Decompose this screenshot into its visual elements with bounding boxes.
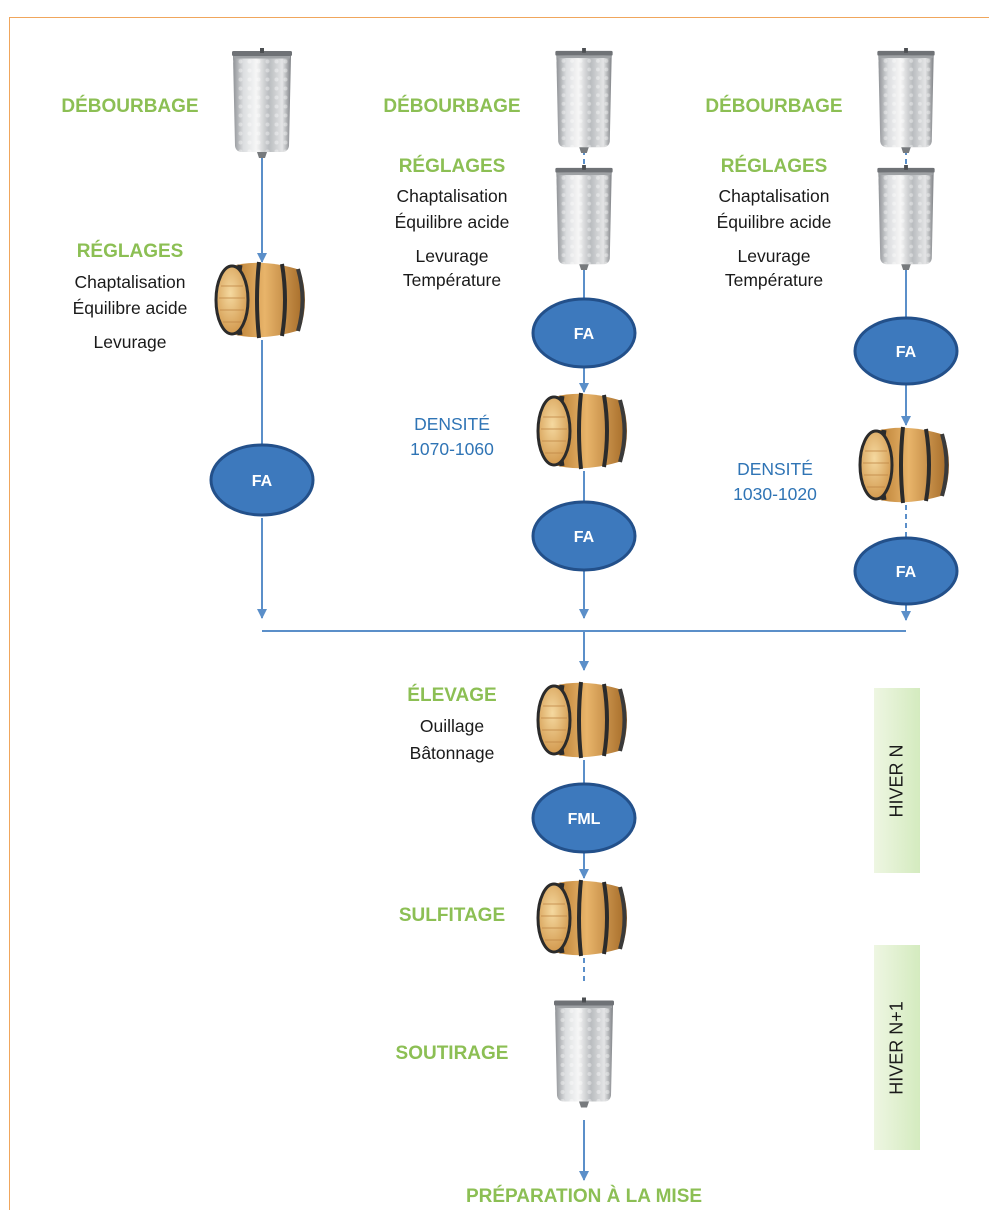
season-band-hiver-n1: HIVER N+1 [874,945,920,1150]
elevage-title: ÉLEVAGE [407,685,497,706]
stainless-steel-tank-icon [232,48,292,158]
stainless-steel-tank-icon [877,165,935,270]
densite-title: DENSITÉ [737,459,813,479]
fa-ellipse-c2-1 [531,297,637,369]
oak-barrel-icon [538,880,627,956]
elevage-item: Bâtonnage [409,743,495,763]
soutirage-label: SOUTIRAGE [395,1043,509,1064]
fa-ellipse-c3-2 [853,536,959,606]
fml-label: FML [568,811,601,828]
debourbage-label: DÉBOURBAGE [61,96,199,117]
reglages-item: Levurage [415,246,489,266]
reglages-title: RÉGLAGES [398,156,506,177]
fa-label: FA [574,326,595,343]
fa-ellipse-c2-2 [531,500,637,572]
densite-range: 1030-1020 [733,484,817,504]
stainless-steel-tank-icon [877,48,935,153]
reglages-title: RÉGLAGES [76,241,184,262]
connectors [257,150,911,1181]
reglages-item: Chaptalisation [718,186,830,206]
densite-title: DENSITÉ [414,414,490,434]
final-step-label: PRÉPARATION À LA MISE [465,1186,703,1207]
stainless-steel-tank-icon [555,48,613,153]
reglages-item: Levurage [737,246,811,266]
process-ellipses [209,297,959,854]
season-label: HIVER N+1 [886,1000,907,1095]
oak-barrel-icon [216,262,305,338]
oak-barrel-icon [538,393,627,469]
reglages-item: Équilibre acide [394,212,510,232]
stainless-steel-tank-icon [554,997,614,1108]
fml-ellipse [531,782,637,854]
densite-range: 1070-1060 [410,439,494,459]
fa-label: FA [252,473,273,490]
sulfitage-label: SULFITAGE [398,905,506,926]
oak-barrel-icon [538,682,627,758]
reglages-item: Levurage [93,332,167,352]
reglages-title: RÉGLAGES [720,156,828,177]
stainless-steel-tank-icon [555,165,613,270]
season-label: HIVER N [886,743,907,818]
fa-ellipse-c3-1 [853,316,959,386]
fa-label: FA [896,564,917,581]
fa-label: FA [574,529,595,546]
diagram-frame [9,17,989,1210]
reglages-item: Équilibre acide [72,298,188,318]
fa-label: FA [896,344,917,361]
season-band-hiver-n: HIVER N [874,688,920,873]
reglages-item: Température [402,270,502,290]
debourbage-label: DÉBOURBAGE [705,96,843,117]
reglages-item: Équilibre acide [716,212,832,232]
oak-barrel-icon [860,427,949,503]
elevage-item: Ouillage [419,716,485,736]
fa-ellipse-c1 [209,443,315,517]
debourbage-label: DÉBOURBAGE [383,96,521,117]
reglages-item: Chaptalisation [396,186,508,206]
reglages-item: Chaptalisation [74,272,186,292]
reglages-item: Température [724,270,824,290]
